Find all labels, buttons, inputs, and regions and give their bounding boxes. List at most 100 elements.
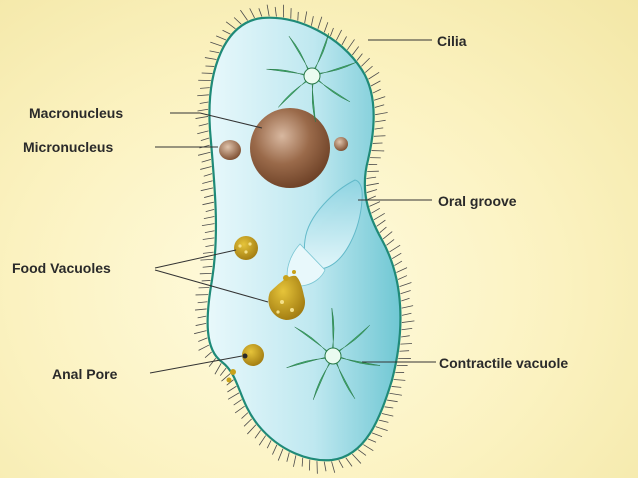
cilium xyxy=(401,335,410,338)
cilium xyxy=(227,392,240,400)
cilium xyxy=(401,312,412,316)
cilium xyxy=(202,180,213,184)
cilium xyxy=(399,350,410,352)
cilium xyxy=(226,379,234,386)
cilium xyxy=(301,457,304,467)
cilium xyxy=(384,406,394,409)
cilium xyxy=(202,251,214,254)
cilium xyxy=(394,260,403,266)
cilium xyxy=(208,357,217,367)
cilium xyxy=(391,252,402,260)
anal-pore xyxy=(226,344,264,383)
cilium xyxy=(401,297,410,302)
cilium xyxy=(204,194,214,198)
vacuole-center xyxy=(303,67,321,85)
cilium xyxy=(222,29,231,35)
cilium xyxy=(317,16,323,29)
cilium xyxy=(197,315,207,319)
cilium xyxy=(201,280,211,282)
cilium xyxy=(202,265,213,268)
cilium xyxy=(266,440,272,449)
macronucleus xyxy=(250,108,330,188)
cilium xyxy=(367,438,377,443)
cilium xyxy=(323,22,329,33)
cilium xyxy=(202,201,214,206)
label-cilia: Cilia xyxy=(437,33,467,49)
label-macronucleus: Macronucleus xyxy=(29,105,123,121)
cilium xyxy=(371,207,380,214)
label-micronucleus: Micronucleus xyxy=(23,139,113,155)
vacuole-canal xyxy=(331,307,335,350)
contractile-vacuole-top xyxy=(266,33,357,122)
cilium xyxy=(367,195,376,200)
vacuole-canal xyxy=(286,356,327,369)
cilium xyxy=(399,282,412,288)
cilium xyxy=(200,187,214,192)
cilium xyxy=(375,112,388,116)
cilium xyxy=(243,418,252,427)
cilium xyxy=(197,130,209,135)
cilium xyxy=(200,87,210,89)
cilium xyxy=(247,424,257,435)
cilium xyxy=(221,373,231,382)
cilium xyxy=(200,166,212,170)
cilium xyxy=(204,351,212,358)
cell-body xyxy=(206,16,402,462)
cilium xyxy=(203,173,213,177)
cilium xyxy=(304,11,308,24)
cilium xyxy=(376,219,386,227)
vacuole-canal xyxy=(339,356,381,366)
cilium xyxy=(400,343,413,345)
cilium xyxy=(389,392,402,396)
cilium xyxy=(373,96,386,101)
micronucleus xyxy=(219,140,241,160)
food-vacuoles xyxy=(234,236,306,320)
cilium xyxy=(368,72,380,80)
cilium xyxy=(240,9,248,21)
vacuole-canal xyxy=(318,62,357,75)
vacuole-center xyxy=(324,347,342,365)
cilium xyxy=(330,27,334,37)
cilium xyxy=(352,453,362,464)
cilium xyxy=(277,448,284,461)
cilium xyxy=(203,216,215,220)
oral-groove xyxy=(303,179,363,270)
cilium xyxy=(201,158,212,163)
label-food-vacuoles: Food Vacuoles xyxy=(12,260,111,276)
cilium xyxy=(258,435,267,446)
cilium xyxy=(214,363,222,375)
cilium xyxy=(352,46,360,56)
cilium xyxy=(401,320,415,323)
vacuole-canal xyxy=(294,326,329,353)
leader-lines xyxy=(149,39,436,374)
vacuole-canal xyxy=(278,79,308,108)
cilium xyxy=(200,137,210,142)
cilium xyxy=(194,308,207,311)
cilium xyxy=(374,119,386,123)
contractile-vacuole-bottom xyxy=(286,307,381,400)
cilium xyxy=(274,6,277,17)
vacuole-canal xyxy=(288,36,310,71)
cilium xyxy=(356,53,363,61)
label-anal-pore: Anal Pore xyxy=(52,366,118,382)
cilium xyxy=(197,94,209,97)
micronucleus-small xyxy=(334,137,348,151)
cilium xyxy=(366,182,379,186)
vacuole-canal xyxy=(311,82,316,122)
cilium xyxy=(323,461,327,472)
cilium xyxy=(204,230,215,234)
cilium xyxy=(373,135,386,137)
label-contractile-vacuole: Contractile vacuole xyxy=(439,355,568,371)
cilium xyxy=(194,330,207,335)
cilia-fringe xyxy=(194,4,415,474)
cilium xyxy=(401,327,413,331)
cilium xyxy=(389,244,401,253)
vacuole-canal xyxy=(337,324,370,353)
cilium xyxy=(373,212,385,221)
vacuole-canal xyxy=(266,68,306,76)
cilium xyxy=(310,16,314,26)
vacuole-canal xyxy=(312,361,332,400)
cilium xyxy=(197,108,209,112)
cilium xyxy=(227,385,237,393)
cilium xyxy=(391,386,402,388)
